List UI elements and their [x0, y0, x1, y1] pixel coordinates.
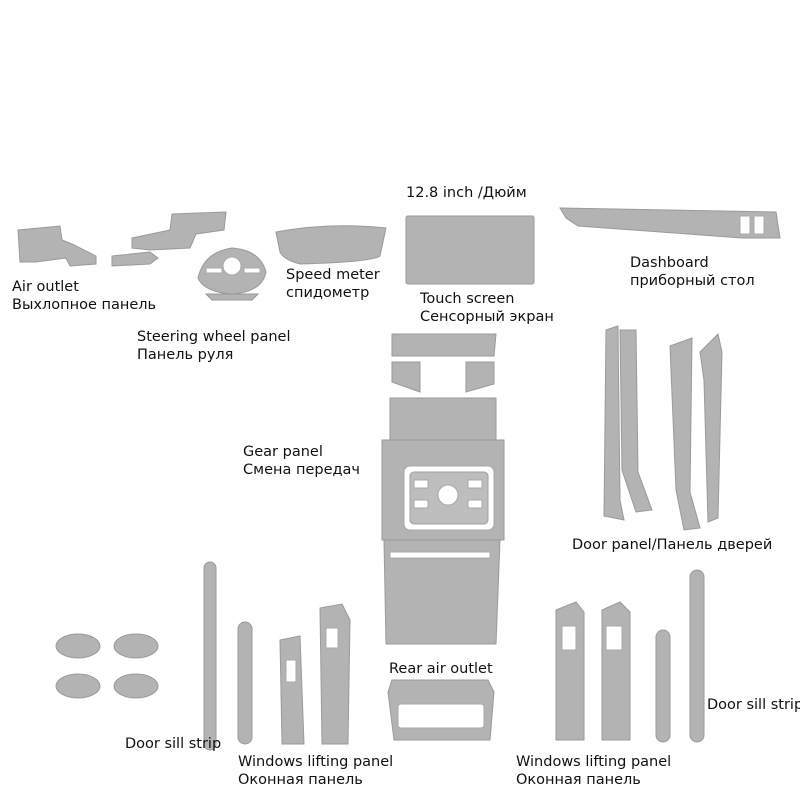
windows-panel-right: [555, 601, 671, 743]
door-sill-strip-left: [203, 561, 217, 751]
gear-panel-film: [381, 333, 505, 645]
door-panel-text: Door panel/Панель дверей: [572, 537, 773, 553]
air-outlet-en: Air outlet: [12, 279, 79, 295]
touch-screen-label: Touch screen Сенсорный экран: [420, 290, 554, 326]
dashboard-film: [559, 207, 781, 239]
windows-right-label: Windows lifting panel Оконная панель: [516, 753, 671, 789]
windows-left-label: Windows lifting panel Оконная панель: [238, 753, 393, 789]
door-sill-left-label: Door sill strip: [125, 735, 221, 753]
touch-size-label: 12.8 inch /Дюйм: [406, 184, 527, 202]
door-sill-left-text: Door sill strip: [125, 736, 222, 752]
windows-right-en: Windows lifting panel: [516, 754, 672, 770]
windows-left-en: Windows lifting panel: [238, 754, 394, 770]
door-panel-label: Door panel/Панель дверей: [572, 536, 772, 554]
rear-air-outlet-label: Rear air outlet: [389, 660, 493, 678]
door-panel-film: [603, 325, 723, 531]
speed-meter-en: Speed meter: [286, 267, 380, 283]
windows-left-ru: Оконная панель: [238, 772, 363, 788]
gear-label: Gear panel Смена передач: [243, 443, 360, 479]
air-outlet-film: [17, 211, 227, 267]
speed-meter-film: [275, 225, 387, 265]
touch-screen-en: Touch screen: [420, 291, 515, 307]
door-sill-right-label: Door sill strip: [707, 696, 800, 714]
dashboard-en: Dashboard: [630, 255, 709, 271]
touch-screen-ru: Сенсорный экран: [420, 309, 554, 325]
steering-wheel-film: [197, 247, 267, 301]
air-outlet-label: Air outlet Выхлопное панель: [12, 278, 156, 314]
windows-right-ru: Оконная панель: [516, 772, 641, 788]
dashboard-ru: приборный стол: [630, 273, 755, 289]
door-handle-bowls: [55, 633, 159, 699]
windows-panel-left: [237, 603, 351, 745]
speed-meter-label: Speed meter спидометр: [286, 266, 380, 302]
gear-ru: Смена передач: [243, 462, 360, 478]
air-outlet-ru: Выхлопное панель: [12, 297, 157, 313]
dashboard-label: Dashboard приборный стол: [630, 254, 755, 290]
steering-ru: Панель руля: [137, 347, 234, 363]
rear-air-outlet-film: [387, 679, 495, 741]
door-sill-right-text: Door sill strip: [707, 697, 800, 713]
door-sill-strip-right: [689, 569, 705, 743]
steering-label: Steering wheel panel Панель руля: [137, 328, 290, 364]
steering-en: Steering wheel panel: [137, 329, 291, 345]
touch-size-text: 12.8 inch /Дюйм: [406, 185, 527, 201]
touch-screen-film: [405, 215, 535, 285]
rear-air-outlet-text: Rear air outlet: [389, 661, 493, 677]
speed-meter-ru: спидометр: [286, 285, 370, 301]
gear-en: Gear panel: [243, 444, 323, 460]
